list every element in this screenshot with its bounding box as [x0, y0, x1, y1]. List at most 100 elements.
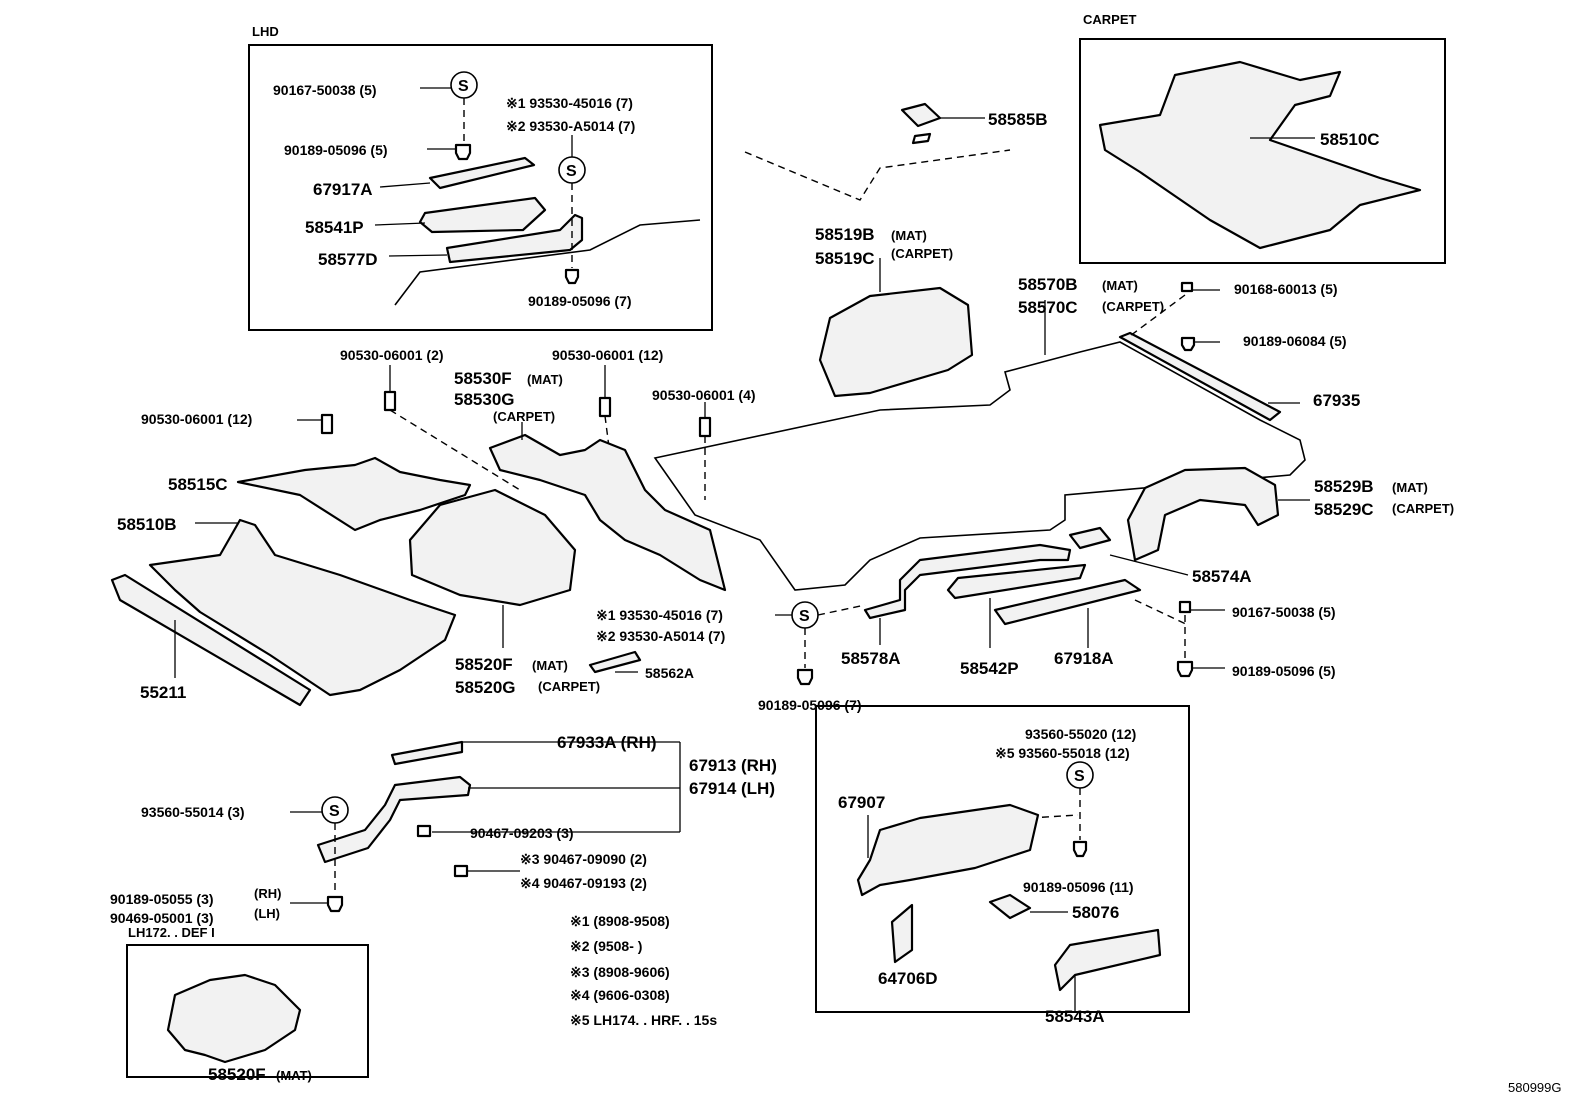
part-58541p-shape — [418, 196, 547, 234]
label-67913: 67913 (RH) — [689, 756, 777, 775]
part-58562a-shape — [588, 650, 642, 674]
part-58076-shape — [988, 893, 1032, 920]
label-58530g-carpet: (CARPET) — [493, 409, 555, 424]
label-90469-05001-lh: (LH) — [254, 906, 280, 921]
lhd-box-title: LHD — [252, 24, 279, 39]
part-58543a-shape — [1053, 928, 1162, 992]
part-67933a-shape — [390, 740, 464, 766]
label-58520f-mat: (MAT) — [532, 658, 568, 673]
part-64706d-shape — [890, 903, 914, 964]
label-90189-05096-7b: 90189-05096 (7) — [758, 697, 862, 713]
label-58076: 58076 — [1072, 903, 1119, 922]
pin-fastener-icon-3 — [598, 396, 612, 418]
pin-fastener-icon — [320, 413, 334, 435]
clip-fastener-icon-4 — [1176, 660, 1194, 678]
lhd-parts: S S — [374, 71, 701, 306]
label-67935: 67935 — [1313, 391, 1360, 410]
label-90167-50038-b: 90167-50038 (5) — [1232, 604, 1336, 620]
label-58570b: 58570B — [1018, 275, 1078, 294]
label-star5-93560-55018: ※5 93560-55018 (12) — [995, 745, 1130, 761]
bolt-icon-2 — [1178, 600, 1192, 614]
label-90530-06001-12a: 90530-06001 (12) — [141, 411, 252, 427]
label-90469-05001: 90469-05001 (3) — [110, 910, 214, 926]
part-55211-shape — [110, 573, 312, 707]
part-58520f-shape — [408, 488, 577, 607]
part-58510b-shape — [148, 518, 457, 697]
carpet-box — [1079, 38, 1446, 264]
clip-fastener-icon-3 — [1180, 336, 1196, 352]
label-67933a: 67933A (RH) — [557, 733, 657, 752]
label-67917a: 67917A — [313, 180, 373, 199]
label-star1-93530-45016-a: ※1 93530-45016 (7) — [506, 95, 633, 111]
label-58562a: 58562A — [645, 665, 694, 681]
nut-icon-2 — [453, 864, 469, 878]
note-5: ※5 LH174. . HRF. . 15s — [570, 1012, 717, 1028]
label-58530f: 58530F — [454, 369, 512, 388]
label-93560-55014: 93560-55014 (3) — [141, 804, 245, 820]
rear-floor-outline — [653, 341, 1306, 591]
note-1: ※1 (8908-9508) — [570, 913, 670, 929]
label-90167-50038-a: 90167-50038 (5) — [273, 82, 377, 98]
label-58520f-lh172: 58520F — [208, 1065, 266, 1084]
lh172-box-title: LH172. . DEF I — [128, 925, 215, 940]
label-star2-93530-a5014-b: ※2 93530-A5014 (7) — [596, 628, 725, 644]
s-symbol-text: S — [458, 78, 469, 95]
label-90530-06001-12b: 90530-06001 (12) — [552, 347, 663, 363]
label-58520f-lh172-mat: (MAT) — [276, 1068, 312, 1083]
label-58519c-carpet: (CARPET) — [891, 246, 953, 261]
label-58578a: 58578A — [841, 649, 901, 668]
label-58519b: 58519B — [815, 225, 875, 244]
label-67918a: 67918A — [1054, 649, 1114, 668]
label-58530g: 58530G — [454, 390, 515, 409]
label-64706d: 64706D — [878, 969, 938, 988]
label-90467-09203: 90467-09203 (3) — [470, 825, 574, 841]
note-3: ※3 (8908-9606) — [570, 964, 670, 980]
part-67935-shape — [1118, 331, 1282, 422]
label-90189-05096-11: 90189-05096 (11) — [1023, 879, 1134, 895]
label-58529c-carpet: (CARPET) — [1392, 501, 1454, 516]
part-58520f-lh172-shape — [166, 973, 302, 1064]
label-58529c: 58529C — [1314, 500, 1374, 519]
label-58570c: 58570C — [1018, 298, 1078, 317]
label-58585b: 58585B — [988, 110, 1048, 129]
label-58510b: 58510B — [117, 515, 177, 534]
label-90530-06001-2: 90530-06001 (2) — [340, 347, 444, 363]
label-star2-93530-a5014-a: ※2 93530-A5014 (7) — [506, 118, 635, 134]
part-67917a-shape — [428, 156, 536, 190]
part-58577d-shape — [445, 213, 584, 264]
label-58577d: 58577D — [318, 250, 378, 269]
note-4: ※4 (9606-0308) — [570, 987, 670, 1003]
label-58520g-carpet: (CARPET) — [538, 679, 600, 694]
label-90189-05096-5b: 90189-05096 (5) — [1232, 663, 1336, 679]
part-58529b-shape — [1126, 466, 1280, 562]
s-symbol-text-2: S — [566, 163, 577, 180]
diagram-code: 580999G — [1508, 1080, 1562, 1095]
label-90530-06001-4: 90530-06001 (4) — [652, 387, 756, 403]
label-67907: 67907 — [838, 793, 885, 812]
label-star1-93530-45016-b: ※1 93530-45016 (7) — [596, 607, 723, 623]
s-symbol-text-4: S — [329, 803, 340, 820]
label-star3-90467-09090: ※3 90467-09090 (2) — [520, 851, 647, 867]
note-2: ※2 (9508- ) — [570, 938, 642, 954]
part-58574a-shape — [1068, 526, 1112, 550]
s-symbol-text-3: S — [799, 608, 810, 625]
label-58574a: 58574A — [1192, 567, 1252, 586]
label-58541p: 58541P — [305, 218, 364, 237]
label-58529b-mat: (MAT) — [1392, 480, 1428, 495]
notes-list: ※1 (8908-9508) ※2 (9508- ) ※3 (8908-9606… — [570, 913, 717, 1028]
label-58543a: 58543A — [1045, 1007, 1105, 1026]
label-58520f: 58520F — [455, 655, 513, 674]
label-67914: 67914 (LH) — [689, 779, 775, 798]
label-58542p: 58542P — [960, 659, 1019, 678]
s-symbol-text-5: S — [1074, 768, 1085, 785]
clip-fastener-icon-2 — [564, 268, 580, 285]
part-67918a-shape — [993, 578, 1142, 626]
label-58530f-mat: (MAT) — [527, 372, 563, 387]
label-58570b-mat: (MAT) — [1102, 278, 1138, 293]
label-90189-05096-7a: 90189-05096 (7) — [528, 293, 632, 309]
lh172-box — [126, 944, 369, 1078]
nut-icon — [416, 824, 432, 838]
label-58519c: 58519C — [815, 249, 875, 268]
label-star4-90467-09193: ※4 90467-09193 (2) — [520, 875, 647, 891]
